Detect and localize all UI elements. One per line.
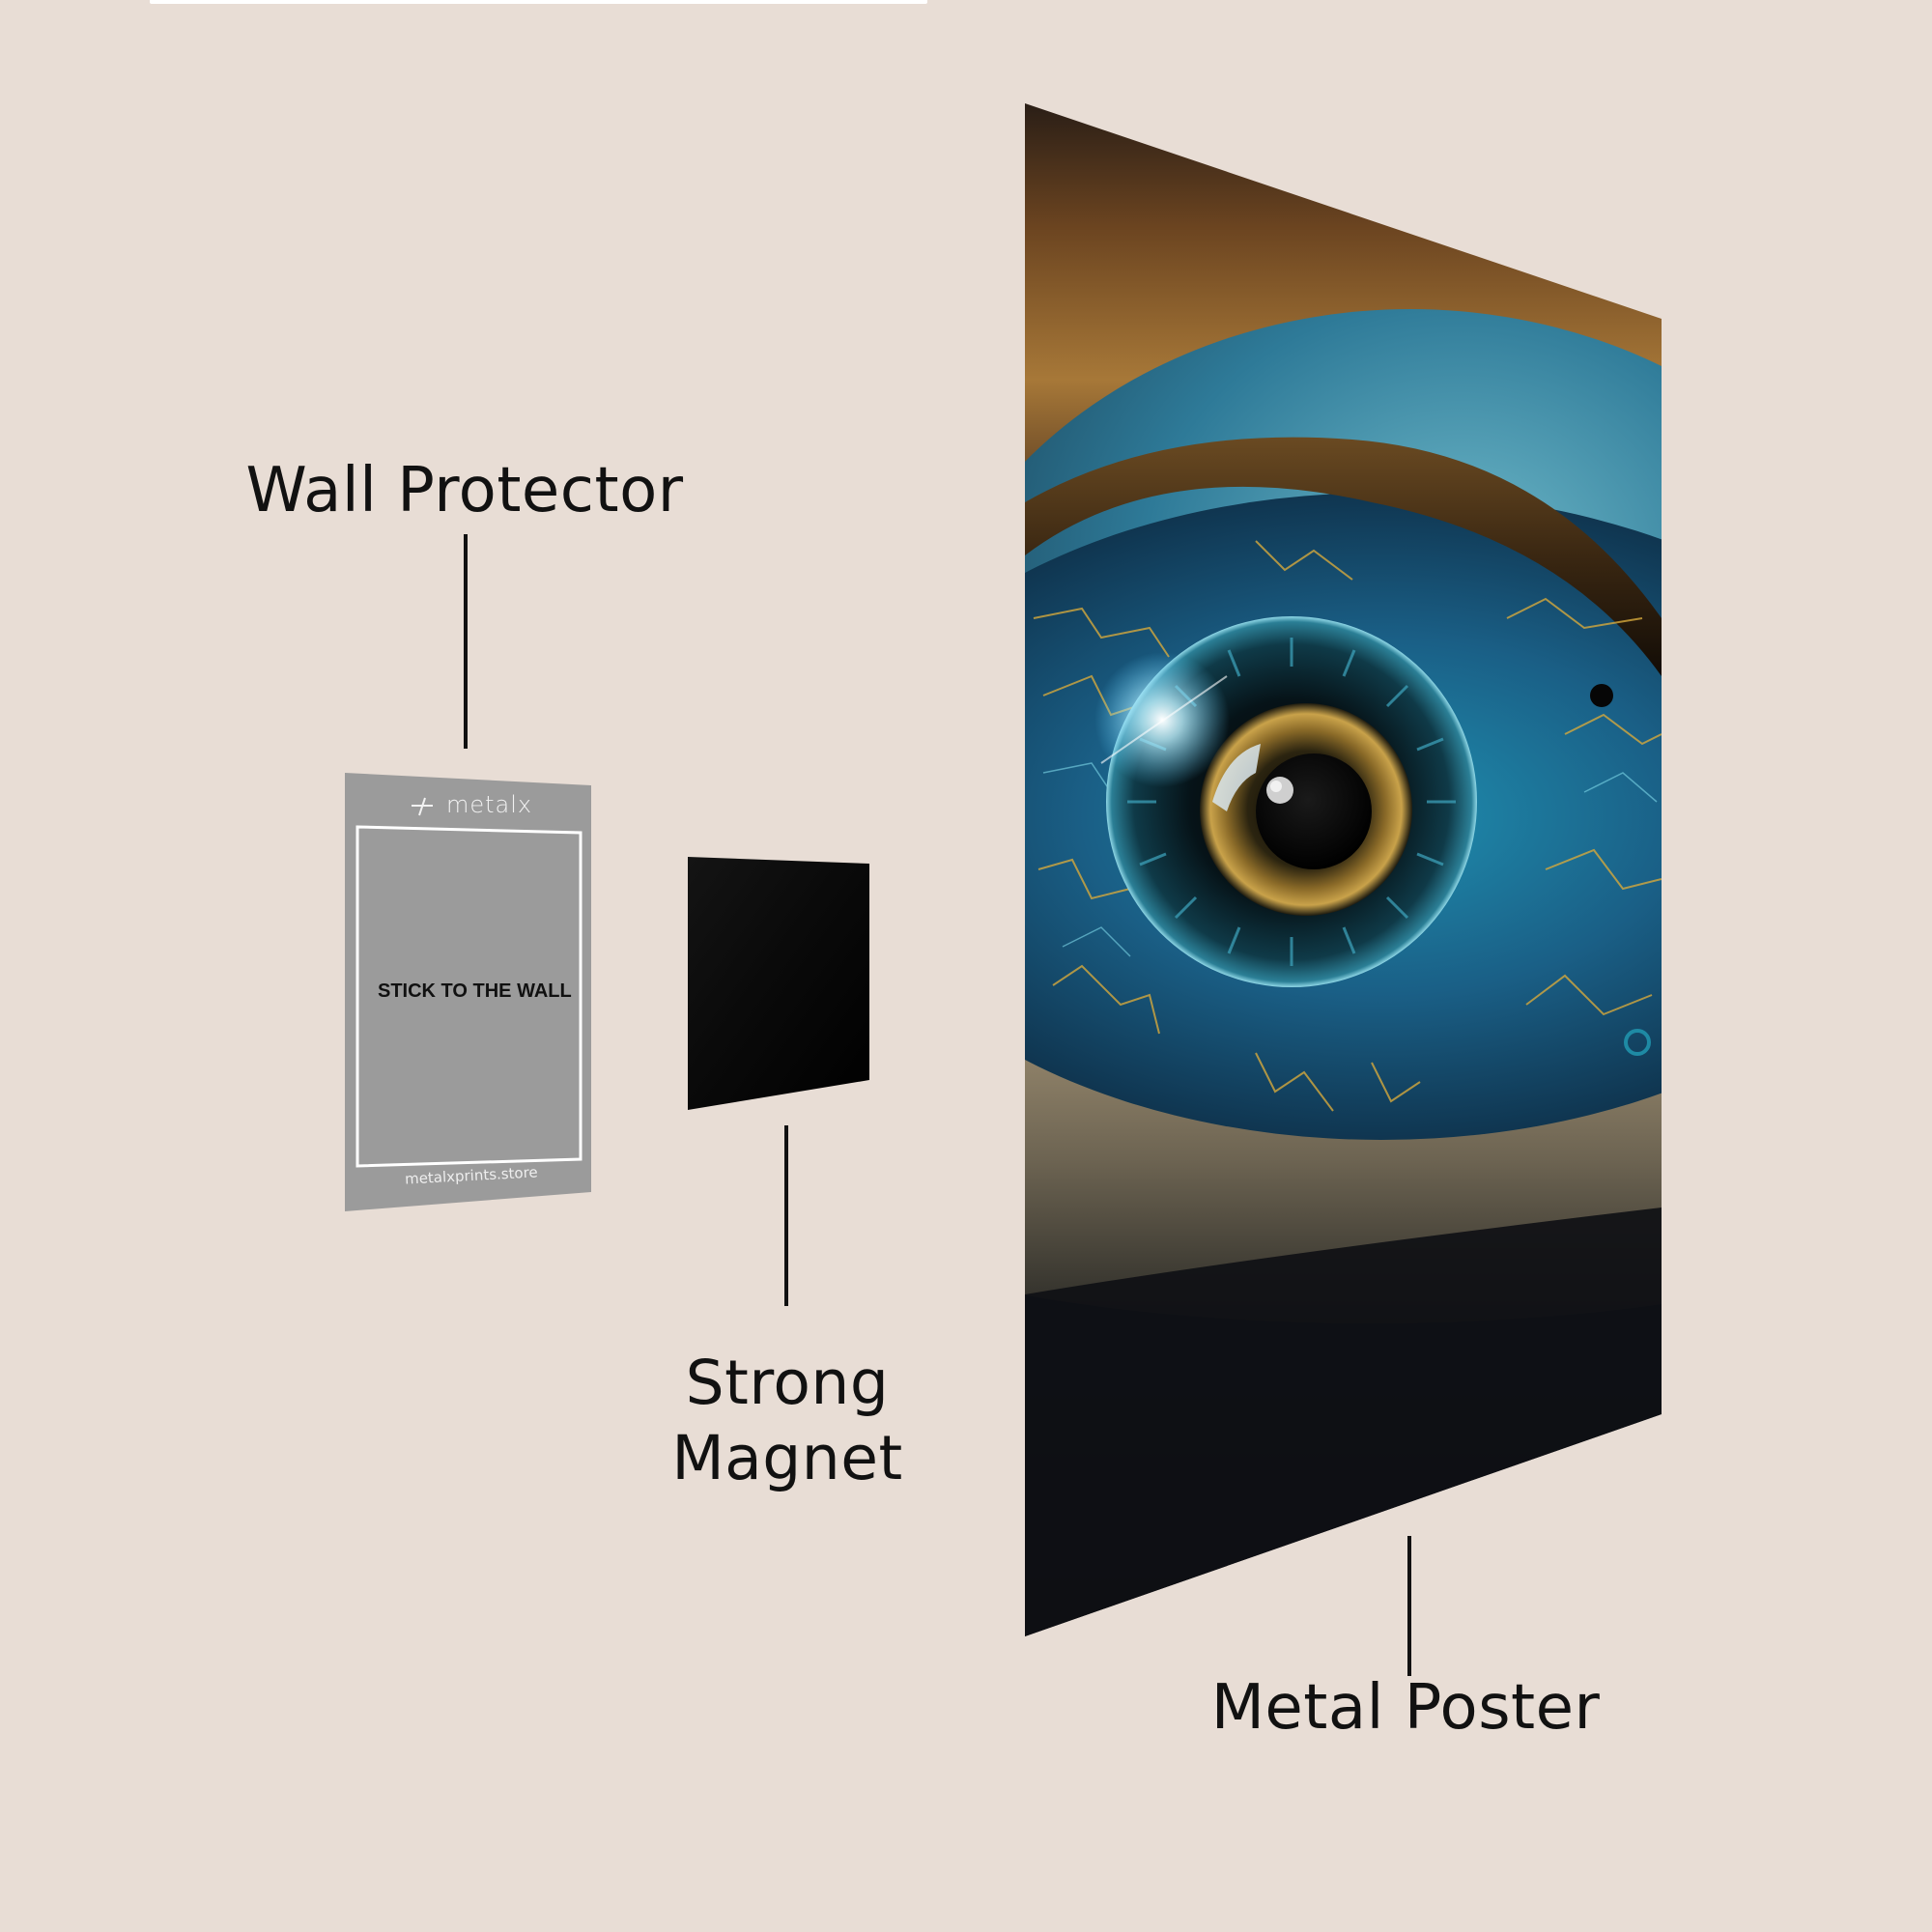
strong-magnet-label-line2: Magnet [671,1423,903,1493]
wall-protector-label: Wall Protector [245,455,684,526]
metalx-logo-icon [412,797,433,816]
protector-instruction: STICK TO THE WALL [378,980,572,1002]
metal-poster-label: Metal Poster [1210,1672,1601,1744]
protector-brand-name: metalx [446,791,533,818]
wall-protector-leader-line [464,534,468,749]
top-edge-strip [150,0,927,4]
strong-magnet-label-line1: Strong [685,1348,890,1418]
strong-magnet-label: Strong Magnet [638,1346,937,1496]
poster-leader-line [1407,1536,1411,1676]
magnet-leader-line [784,1125,788,1306]
